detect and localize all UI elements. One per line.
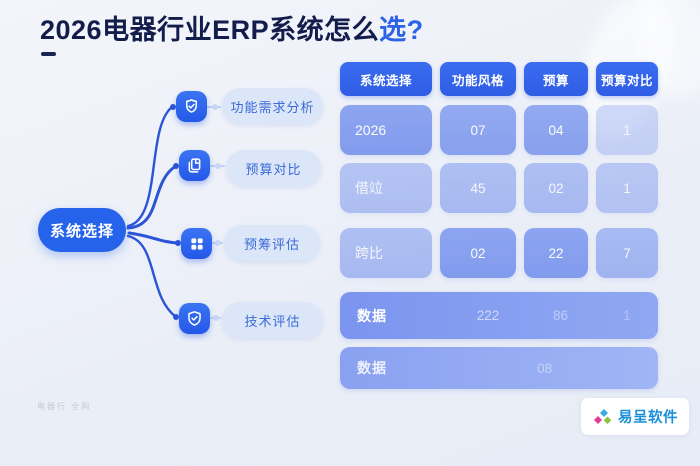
wide-row-value: 86: [553, 308, 569, 323]
mindmap-branch-label: 功能需求分析: [222, 88, 323, 124]
title-underline: [41, 52, 56, 56]
table-cell: 02: [440, 228, 516, 278]
brand-logo-text: 易呈软件: [618, 410, 678, 426]
pinwheel-logo-icon: [594, 408, 612, 424]
mindmap-branch-label: 预算对比: [226, 150, 321, 186]
table-cell: 2026: [340, 105, 432, 155]
table-row: 借竝 45 02 1: [340, 163, 658, 213]
table-wide-row: 数据 08: [340, 347, 658, 389]
wide-row-value: 1: [623, 308, 631, 323]
table-cell: 04: [524, 105, 588, 155]
wide-row-value: 08: [537, 360, 553, 376]
table-header: 功能风格: [440, 62, 516, 96]
shield-check-icon: [179, 303, 210, 334]
table-cell: 45: [440, 163, 516, 213]
grid-icon: [181, 228, 212, 259]
table-wide-row: 数据 222 86 1: [340, 292, 658, 339]
table-cell: 借竝: [340, 163, 432, 213]
table-cell: 02: [524, 163, 588, 213]
wide-row-label: 数据: [357, 307, 387, 324]
table-cell: 1: [596, 163, 658, 213]
table-cell: 1: [596, 105, 658, 155]
table-header: 系统选择: [340, 62, 432, 96]
badge-check-icon: [176, 91, 207, 122]
table-header: 预算: [524, 62, 588, 96]
mindmap-branch-label: 预筹评估: [224, 225, 320, 261]
package-icon: [179, 150, 210, 181]
brand-logo: 易呈软件: [581, 398, 689, 435]
page-title-main: 2026电器行业ERP系统怎么: [40, 15, 380, 45]
table-row: 2026 07 04 1: [340, 105, 658, 155]
mindmap-branch-label: 技术评估: [222, 302, 323, 338]
table-cell: 07: [440, 105, 516, 155]
watermark-text: 电器行 全网: [37, 402, 92, 411]
table-cell: 7: [596, 228, 658, 278]
table-row: 跨比 02 22 7: [340, 228, 658, 278]
table-cell: 22: [524, 228, 588, 278]
wide-row-value: 222: [476, 308, 500, 323]
mindmap-root-node: 系统选择: [38, 208, 126, 252]
page-title: 2026电器行业ERP系统怎么选?: [40, 8, 424, 47]
table-cell: 跨比: [340, 228, 432, 278]
wide-row-label: 数据: [357, 360, 387, 376]
table-header-row: 系统选择 功能风格 预算 预算对比: [340, 62, 658, 96]
page-title-accent: 选?: [379, 15, 424, 45]
table-header: 预算对比: [596, 62, 658, 96]
